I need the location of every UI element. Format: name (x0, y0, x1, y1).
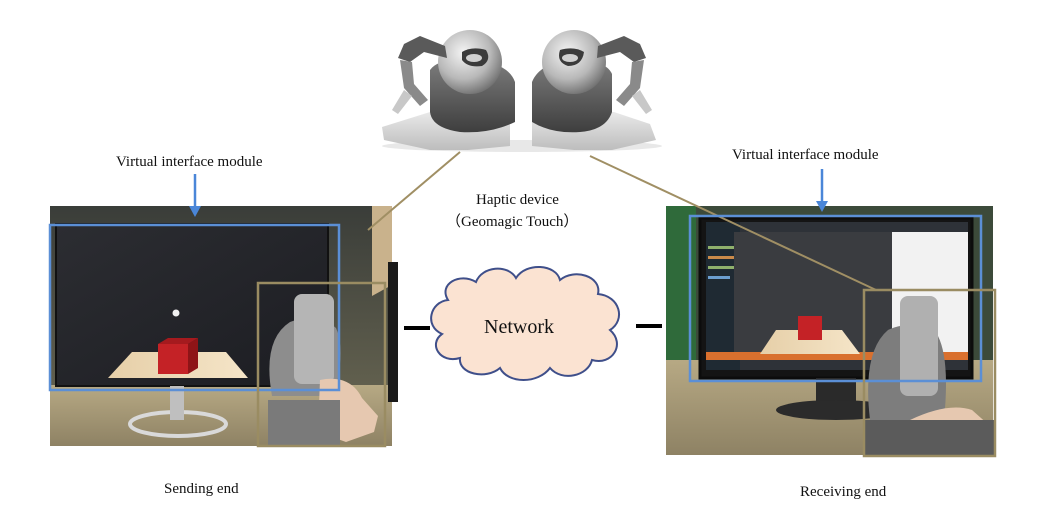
haptic-device-label: Haptic device (476, 192, 559, 208)
receiving-end-photo (666, 206, 994, 455)
arrow-left (189, 174, 201, 217)
interface-box-right (688, 214, 983, 383)
device-box-left (256, 281, 387, 448)
network-label: Network (484, 316, 554, 338)
virtual-interface-label-left: Virtual interface module (116, 154, 263, 170)
haptic-model-label: （Geomagic Touch） (446, 214, 579, 230)
arrow-right (816, 169, 828, 212)
sending-end-label: Sending end (164, 481, 239, 497)
network-cloud (430, 265, 620, 381)
sending-end-photo (50, 206, 398, 446)
virtual-interface-label-right: Virtual interface module (732, 147, 879, 163)
interface-box-left (48, 223, 341, 392)
haptic-device-right (532, 30, 656, 150)
device-box-right (862, 288, 997, 458)
haptic-devices-photo (382, 30, 662, 152)
link-line-right (589, 155, 877, 291)
receiving-end-label: Receiving end (800, 484, 887, 500)
haptic-device-left (382, 30, 515, 150)
link-line-left (367, 151, 461, 231)
